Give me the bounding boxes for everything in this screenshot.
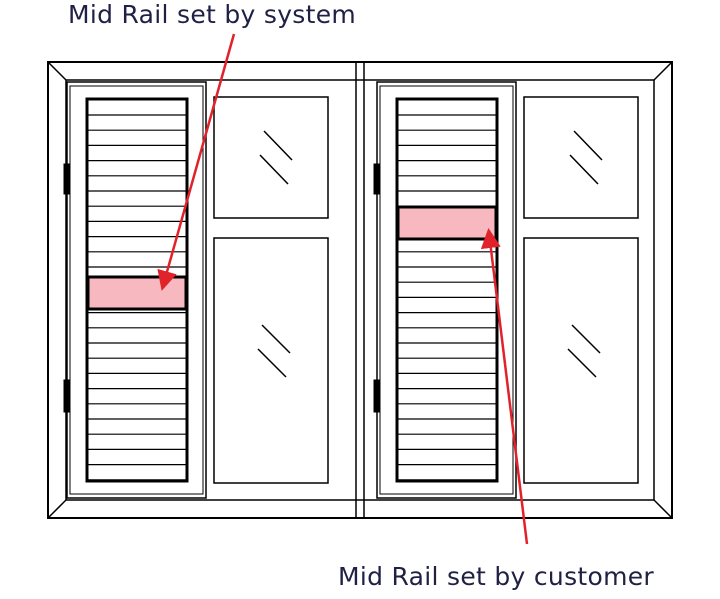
left-top-glass <box>213 96 329 219</box>
left-louvres <box>88 114 186 481</box>
arrow-to-customer-mid-rail <box>480 228 529 545</box>
hinge-icon <box>63 379 70 413</box>
outer-window-frame <box>47 61 673 519</box>
mid-rail-system-label: Mid Rail set by system <box>68 0 357 29</box>
right-bottom-glass <box>523 237 639 484</box>
right-top-glass <box>523 96 639 219</box>
mid-rail-customer-label: Mid Rail set by customer <box>338 562 655 591</box>
arrow-to-system-mid-rail <box>157 33 236 291</box>
hinge-icon <box>63 163 70 195</box>
right-panel <box>373 81 639 499</box>
right-mid-rail <box>396 205 498 241</box>
left-mid-rail <box>86 275 188 311</box>
right-louvres <box>398 114 496 481</box>
left-bottom-glass <box>213 237 329 484</box>
right-shutter-frame <box>395 97 499 483</box>
left-panel <box>63 81 329 499</box>
hinge-icon <box>373 163 380 195</box>
hinge-icon <box>373 379 380 413</box>
